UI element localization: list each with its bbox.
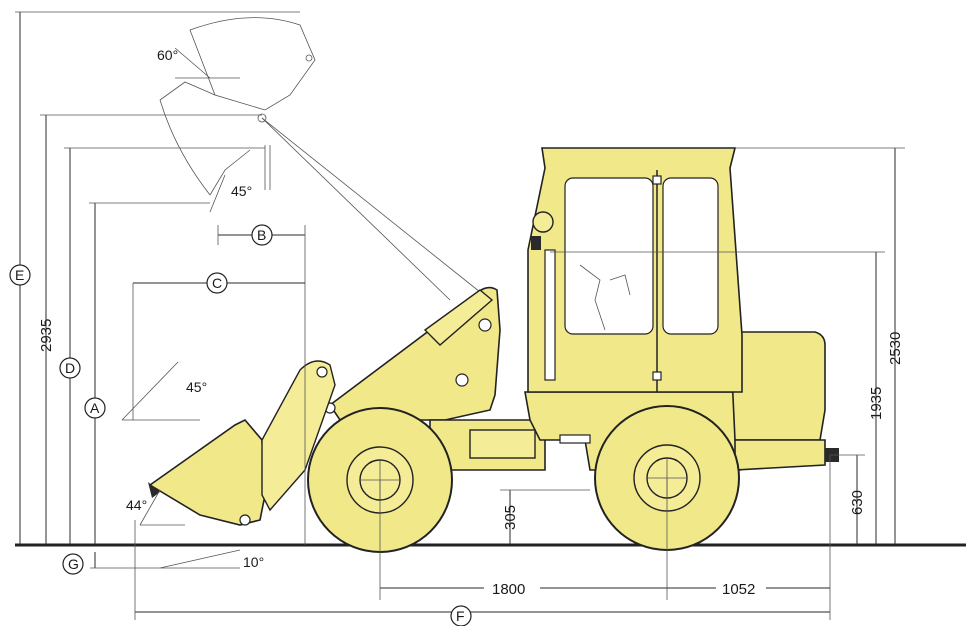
ref-f: F	[450, 605, 472, 626]
dim-2530: 2530	[887, 332, 904, 365]
ref-a: A	[84, 397, 106, 419]
svg-text:B: B	[257, 227, 266, 243]
dim-1052: 1052	[722, 581, 755, 598]
ref-g: G	[62, 553, 84, 575]
dim-2935: 2935	[38, 319, 55, 352]
lowered-bucket	[148, 360, 336, 526]
svg-text:F: F	[456, 608, 465, 624]
raised-bucket	[159, 17, 491, 301]
angle-10: 10°	[243, 554, 264, 570]
svg-text:D: D	[65, 360, 75, 376]
dim-305: 305	[502, 505, 519, 530]
dim-630: 630	[849, 490, 866, 515]
angle-60: 60°	[157, 47, 178, 63]
svg-text:A: A	[90, 400, 100, 416]
angle-45-top: 45°	[231, 183, 252, 199]
angle-45-mid: 45°	[186, 379, 207, 395]
svg-text:G: G	[68, 556, 79, 572]
ref-c: C	[206, 272, 228, 294]
angle-44: 44°	[126, 497, 147, 513]
dimension-lines	[15, 11, 905, 620]
ref-e: E	[9, 264, 31, 286]
cab	[527, 147, 743, 393]
lift-arm	[324, 286, 501, 421]
dim-1800: 1800	[492, 581, 525, 598]
svg-text:E: E	[15, 267, 24, 283]
svg-text:C: C	[212, 275, 222, 291]
ref-d: D	[59, 357, 81, 379]
ref-b: B	[251, 224, 273, 246]
dim-1935: 1935	[868, 387, 885, 420]
